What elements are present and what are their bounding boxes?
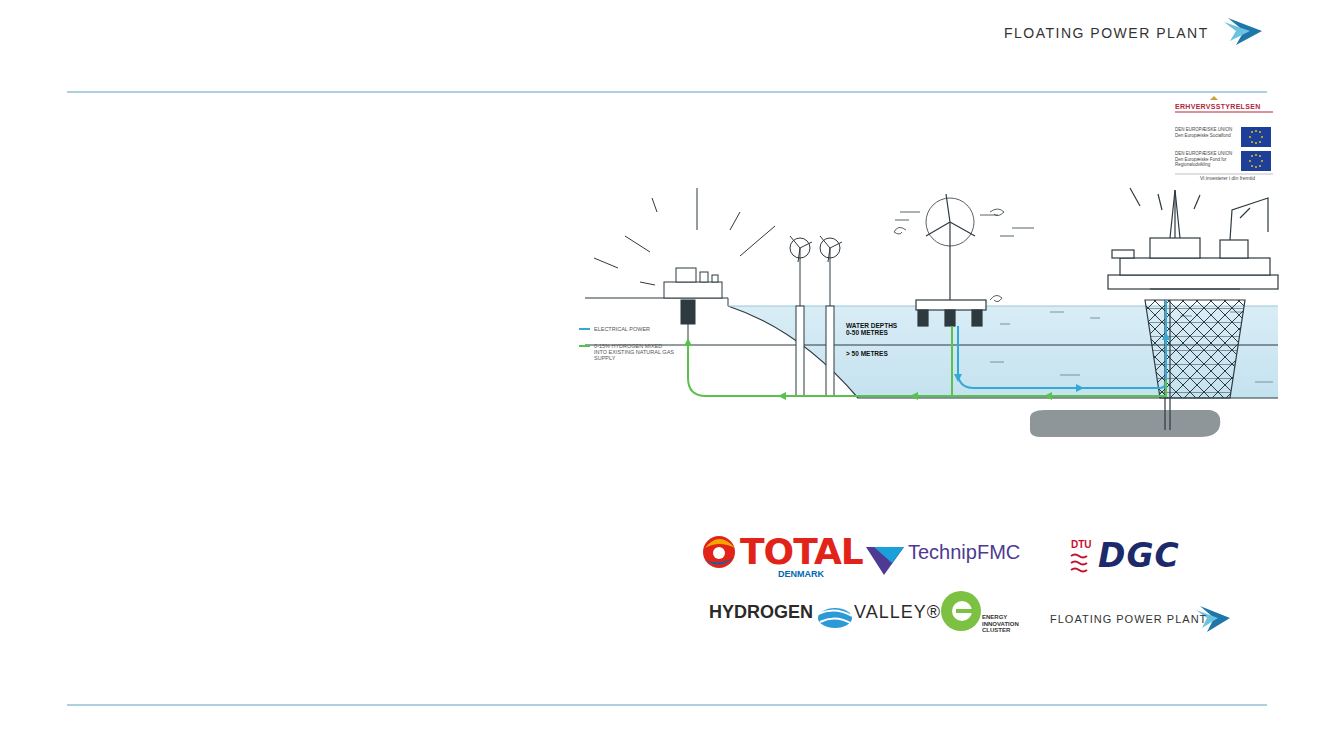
legend-line-sample bbox=[579, 328, 590, 330]
partner-logo: TOTAL bbox=[740, 532, 863, 572]
eu-badge bbox=[1175, 96, 1273, 174]
partner-logo: DTU bbox=[1071, 539, 1092, 550]
legend-line-sample bbox=[579, 345, 590, 347]
header-logo-text: FLOATING POWER PLANT bbox=[1004, 26, 1209, 41]
depth-label: WATER DEPTHS 0-50 METRES bbox=[846, 322, 904, 336]
eu-text: Den Europæiske Socialfond bbox=[1175, 134, 1231, 139]
partner-logo: FLOATING POWER PLANT bbox=[1050, 613, 1207, 625]
depth-label: > 50 METRES bbox=[846, 350, 888, 357]
offshore-illustration bbox=[585, 188, 1278, 437]
legend-text: ELECTRICAL POWER bbox=[594, 326, 650, 332]
eu-slogan: Vi investerer i din fremtid bbox=[1200, 176, 1255, 182]
eu-text: Den Europæiske Fond for Regionaludviklin… bbox=[1175, 158, 1239, 168]
eu-text: DEN EUROPÆISKE UNION bbox=[1175, 152, 1232, 157]
partner-logo: VALLEY® bbox=[854, 603, 941, 623]
partner-logo: DENMARK bbox=[778, 570, 824, 580]
partner-logo: TechnipFMC bbox=[908, 541, 1020, 563]
partner-logo: ENERGY INNOVATION CLUSTER bbox=[982, 614, 1026, 634]
header-rule bbox=[67, 92, 1267, 93]
chevron-logo bbox=[1224, 18, 1262, 45]
legend-text: 0-15% HYDROGEN MIXED INTO EXISTING NATUR… bbox=[594, 343, 676, 361]
partner-logo: HYDROGEN bbox=[709, 603, 813, 623]
agency-name: ERHVERVSSTYRELSEN bbox=[1175, 103, 1261, 111]
partner-logo: DGC bbox=[1098, 538, 1180, 574]
footer-rule bbox=[67, 705, 1267, 706]
eu-text: DEN EUROPÆISKE UNION bbox=[1175, 128, 1232, 133]
